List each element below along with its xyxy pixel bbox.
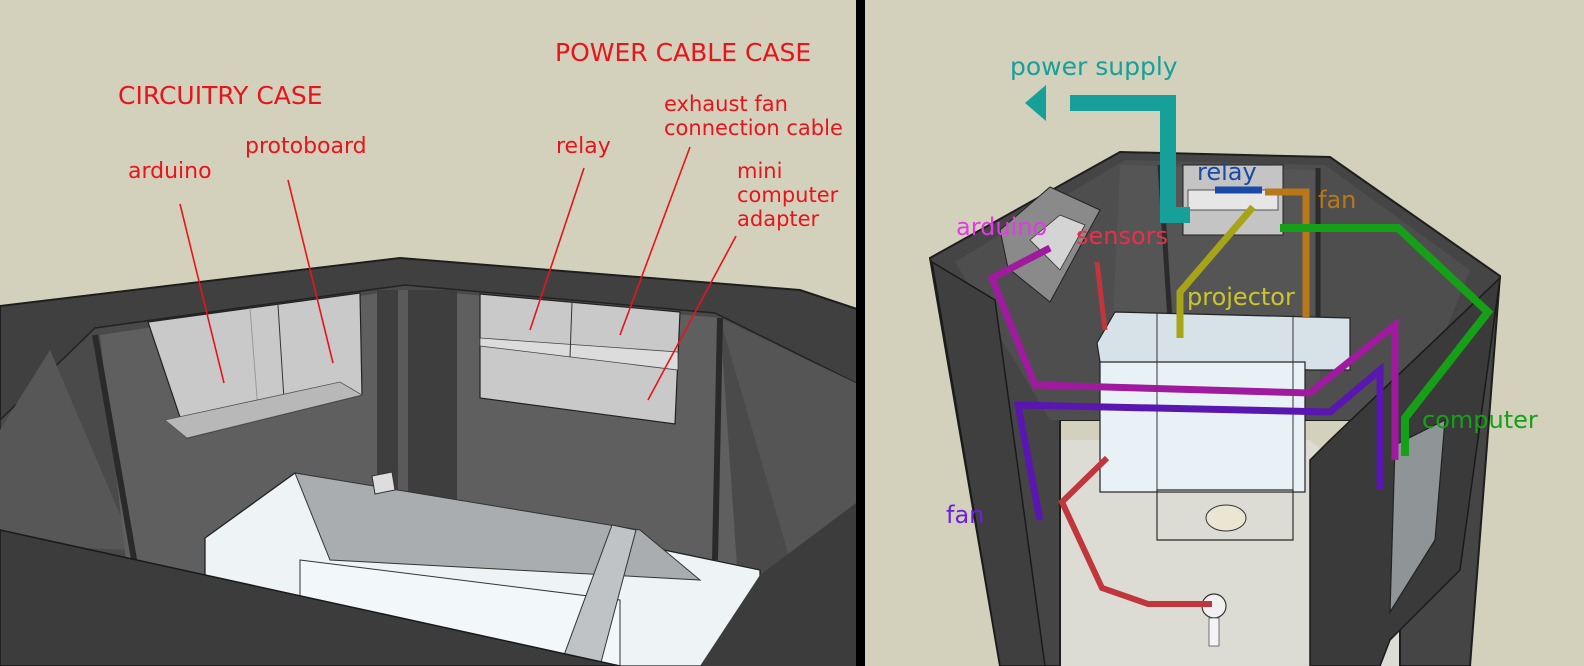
left-leader-lines <box>179 146 737 401</box>
projector-top <box>294 472 702 581</box>
label-projector: projector <box>1187 283 1295 311</box>
label-mini-line2: computer <box>737 183 839 207</box>
bracket-right <box>559 524 637 666</box>
label-relay: relay <box>556 134 611 159</box>
label-mini-line3: adapter <box>737 207 820 231</box>
panel-divider <box>856 0 865 666</box>
wire-sensors <box>1094 261 1108 331</box>
case-front-wall <box>0 529 621 666</box>
case-left-wall <box>0 350 135 550</box>
wire-arduino <box>987 244 1399 460</box>
circuitry-box-floor <box>164 381 364 439</box>
power-cable-case-box <box>479 293 681 425</box>
label-exhaust-fan-line1: exhaust fan <box>664 92 788 116</box>
bracket-left <box>371 471 396 495</box>
label-power-supply: power supply <box>1010 52 1178 81</box>
wire-fan-top <box>1265 188 1310 318</box>
sensor-stem <box>1208 617 1220 647</box>
label-computer: computer <box>1422 406 1538 434</box>
projector-body <box>1099 361 1306 493</box>
arduino-box-inner <box>1029 214 1086 271</box>
label-relay: relay <box>1197 158 1257 186</box>
label-exhaust-fan-line2: connection cable <box>664 116 843 140</box>
projector-lens <box>1205 504 1247 532</box>
case-window <box>1389 418 1446 615</box>
circuitry-inner-edge <box>249 307 259 411</box>
label-arduino: arduino <box>956 213 1047 241</box>
label-arduino: arduino <box>128 159 212 184</box>
wire-projector <box>1176 204 1256 338</box>
wiring-paths <box>987 85 1494 607</box>
leader-relay <box>529 167 585 331</box>
left-post <box>92 334 138 566</box>
wire-power-supply <box>1070 95 1190 223</box>
leader-arduino <box>179 203 225 384</box>
projector-top <box>1096 311 1351 371</box>
power-case-shelf <box>479 337 679 371</box>
wire-sensor-cable <box>1058 455 1212 607</box>
case-right-wall <box>720 318 860 560</box>
label-fan-bottom: fan <box>946 501 984 529</box>
right-panel: power supply relay fan arduino sensors p… <box>928 52 1538 666</box>
wire-fan-bottom <box>1013 362 1384 521</box>
case-left-front-wall <box>930 260 1046 666</box>
power-supply-arrow-icon <box>1025 85 1046 121</box>
title-circuitry-case: CIRCUITRY CASE <box>118 81 323 110</box>
wire-computer <box>1280 224 1494 456</box>
left-panel: CIRCUITRY CASE POWER CABLE CASE arduino … <box>0 38 861 666</box>
leader-protoboard <box>287 179 334 364</box>
label-sensors: sensors <box>1076 222 1168 250</box>
label-protoboard: protoboard <box>245 134 367 159</box>
power-case-divider <box>569 301 573 358</box>
right-post <box>712 317 723 561</box>
label-fan-top: fan <box>1318 186 1356 214</box>
leader-exhaust-fan <box>619 146 691 336</box>
title-power-cable-case: POWER CABLE CASE <box>555 38 811 67</box>
case-front-right <box>700 500 860 666</box>
label-mini-line1: mini <box>737 159 782 183</box>
pillar-edge <box>398 290 408 610</box>
leader-mini-computer <box>647 235 737 401</box>
